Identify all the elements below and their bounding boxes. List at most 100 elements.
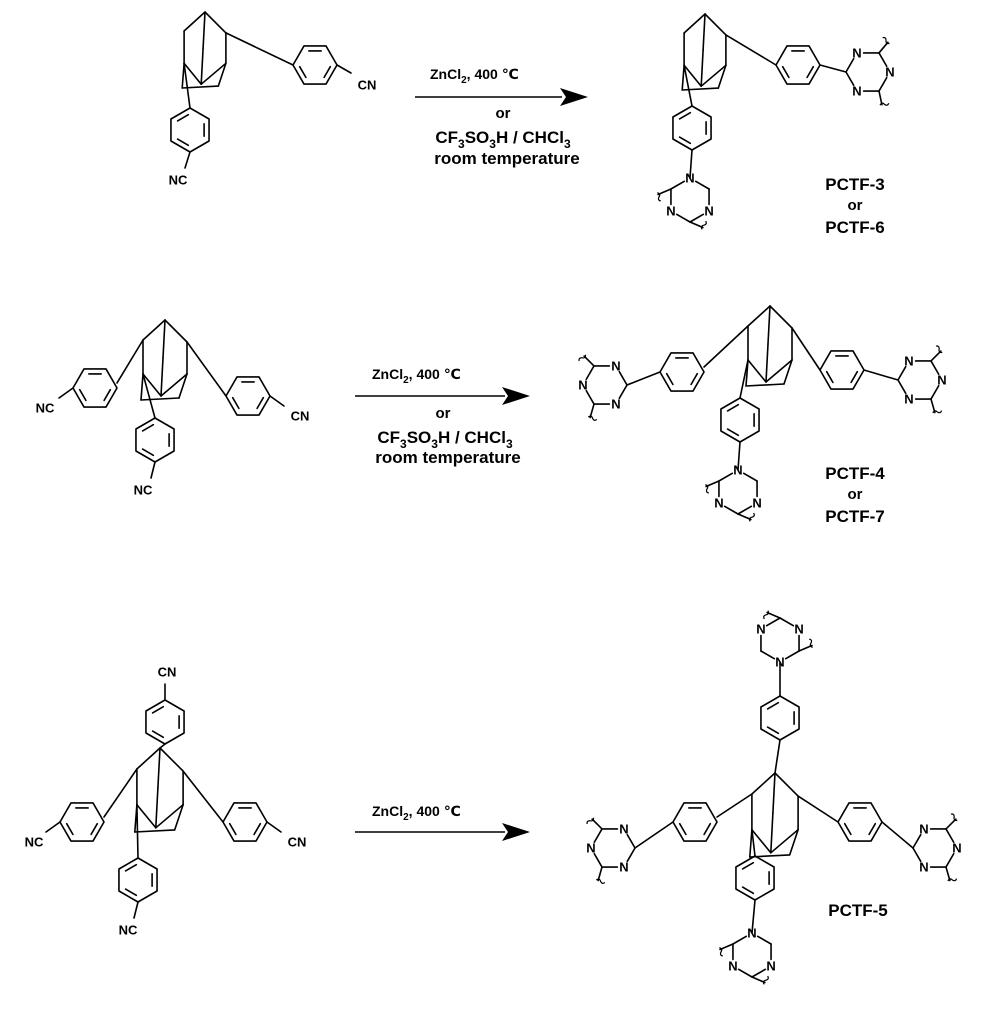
cyano-label: NC (25, 835, 44, 850)
triazine-bond (737, 505, 753, 515)
triazine-nitrogen: N (756, 622, 765, 637)
aryl-link-bond (159, 743, 166, 749)
adamantane-bond (704, 13, 727, 36)
adamantane-bond (772, 772, 776, 814)
aromatic-double-bond (690, 372, 699, 386)
aromatic-double-bond (176, 113, 190, 122)
reaction-3-condition: ZnCl2, 400 ℃ (372, 803, 461, 823)
triazine-bond (878, 76, 888, 92)
terminal-bond (737, 513, 752, 521)
aromatic-double-bond (678, 822, 687, 836)
aryl-link-bond (739, 359, 749, 399)
reaction-3: ZnCl2, 400 ℃ PCTF-5 (355, 803, 888, 920)
cyano-bond (184, 151, 191, 169)
reaction-1-condition: ZnCl2, 400 ℃ (430, 66, 519, 86)
triazine-bond (593, 828, 603, 844)
triazine-nitrogen: N (586, 841, 595, 856)
aryl-triazine-bond (819, 64, 847, 73)
terminal-bond (930, 350, 942, 362)
triazine-nitrogen: N (578, 378, 587, 393)
aryl-triazine-bond (737, 441, 741, 471)
triazine-nitrogen: N (919, 821, 928, 836)
terminal-bond (798, 644, 813, 652)
adamantane-bond (160, 357, 164, 397)
terminal-bond (945, 866, 951, 882)
product-2-label-a: PCTF-4 (825, 464, 885, 483)
aromatic-double-bond (665, 372, 674, 386)
reaction-2-condition: ZnCl2, 400 ℃ (372, 366, 461, 386)
triazine-bond (618, 384, 628, 400)
terminal-bond (930, 398, 936, 414)
triazine-bond (670, 180, 686, 190)
aryl-triazine-bond (689, 149, 693, 179)
aryl-link-bond (791, 327, 821, 371)
aryl-link-bond (797, 795, 839, 823)
cyano-bond (266, 821, 282, 833)
triazine-bond (897, 365, 907, 381)
triazine-bond (718, 472, 734, 482)
adamantane-bond (160, 373, 188, 397)
adamantane-bond (747, 359, 767, 383)
aromatic-double-bond (141, 448, 155, 457)
adamantane-bond (200, 62, 227, 85)
cyano-bond (133, 901, 139, 919)
adamantane-bond (681, 64, 685, 91)
adamantane-bond (173, 803, 184, 831)
cyano-label: CN (358, 78, 377, 93)
product-2-label-or: or (848, 486, 863, 503)
aromatic-double-bond (741, 886, 755, 895)
cyano-label: NC (169, 173, 188, 188)
triazine-nitrogen: N (714, 496, 723, 511)
triazine-bond (878, 52, 888, 68)
wavy-terminator (748, 512, 755, 522)
wavy-terminator (762, 975, 769, 985)
wavy-terminator (595, 878, 606, 884)
wavy-terminator (882, 36, 890, 45)
adamantane-bond (767, 305, 771, 345)
adamantane-bond (142, 373, 162, 397)
adamantane-bond (155, 803, 184, 829)
triazine-nitrogen: N (775, 655, 784, 670)
reaction-2-alt-temperature: room temperature (375, 448, 520, 467)
aromatic-double-bond (766, 726, 780, 735)
adamantane-bond (702, 13, 706, 51)
aromatic-double-bond (843, 822, 852, 836)
aromatic-double-bond (678, 111, 692, 120)
aryl-link-bond (683, 64, 693, 107)
triazine-bond (930, 384, 940, 400)
adamantane-bond (181, 62, 185, 89)
adamantane-bond (765, 343, 769, 383)
aryl-link-bond (725, 34, 777, 66)
terminal-bond (689, 221, 704, 229)
adamantane-bond (751, 828, 772, 854)
aromatic-double-bond (868, 822, 877, 836)
aryl-link-bond (716, 793, 753, 818)
reaction-1-alt-condition: CF3SO3H / CHCl3 (435, 128, 571, 151)
triazine-nitrogen: N (704, 204, 713, 219)
terminal-bond (766, 611, 781, 619)
aromatic-double-bond (825, 370, 834, 384)
reaction-2-alt-condition: CF3SO3H / CHCl3 (377, 428, 513, 451)
adamantane-bond (181, 85, 220, 89)
terminal-bond (591, 818, 603, 830)
adamantane-bond (162, 319, 166, 359)
aryl-link-bond (703, 325, 749, 368)
triazine-nitrogen: N (611, 358, 620, 373)
reaction-2: ZnCl2, 400 ℃ or CF3SO3H / CHCl3 room tem… (355, 366, 885, 526)
triazine-bond (897, 379, 907, 395)
aromatic-double-bond (231, 396, 240, 410)
adamantane-bond (183, 62, 202, 85)
adamantane-bond (769, 305, 793, 329)
terminal-bond (719, 943, 734, 951)
adamantane-bond (774, 772, 799, 797)
wavy-terminator (763, 610, 770, 620)
aromatic-double-bond (806, 65, 815, 79)
triazine-bond (784, 650, 800, 660)
terminal-bond (878, 90, 883, 106)
adamantane-bond (717, 64, 727, 89)
aryl-link-bond (182, 770, 224, 823)
aryl-link-bond (103, 768, 138, 818)
wavy-terminator (950, 813, 958, 822)
adamantane-bond (200, 47, 204, 85)
terminal-bond (589, 403, 595, 419)
